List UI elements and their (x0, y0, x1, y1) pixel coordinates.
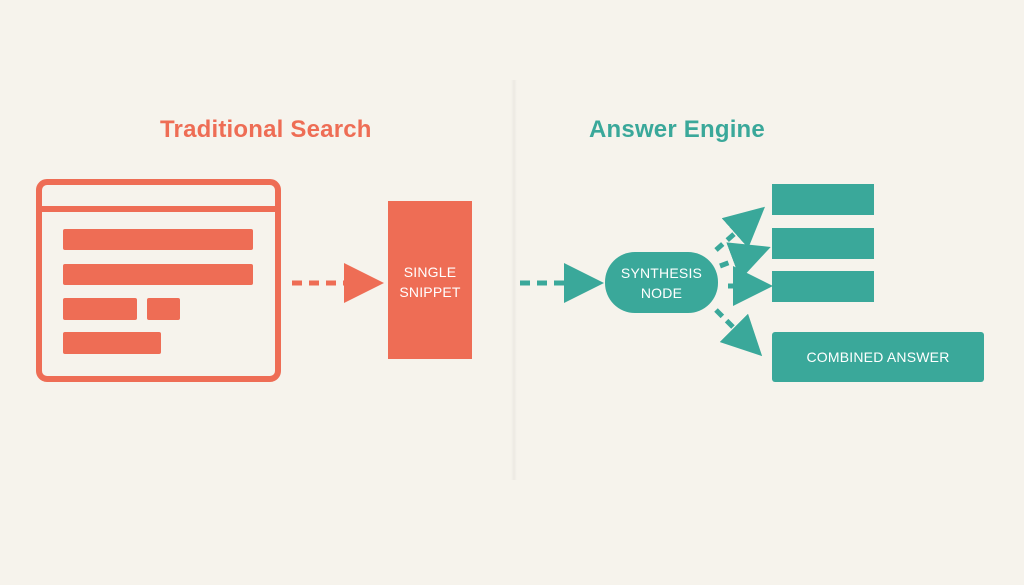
synthesis-node-label: SYNTHESIS NODE (605, 263, 718, 303)
dashed-arrow-icon (714, 308, 763, 357)
snippet-label-line1: SINGLE (403, 264, 457, 280)
source-bar (772, 184, 874, 215)
source-bar (772, 228, 874, 259)
node-label-line2: NODE (640, 285, 683, 301)
node-label-line1: SYNTHESIS (620, 265, 703, 281)
snippet-label-line2: SNIPPET (399, 284, 461, 300)
combined-answer-label: COMBINED ANSWER (806, 349, 950, 365)
single-snippet-label: SINGLE SNIPPET (388, 262, 472, 302)
traditional-search-title: Traditional Search (160, 116, 372, 143)
combined-answer-box (772, 332, 984, 382)
answer-engine-title: Answer Engine (589, 116, 765, 143)
content-line (63, 298, 137, 320)
dashed-arrow-icon (719, 242, 771, 280)
dashed-arrow-icon (714, 206, 765, 252)
window-dot-icon (70, 191, 80, 201)
browser-window-icon (36, 179, 281, 382)
content-line (63, 264, 253, 285)
synthesis-node (605, 252, 718, 313)
content-line (63, 229, 253, 250)
window-dot-icon (52, 191, 62, 201)
content-line (63, 332, 161, 354)
source-bar (772, 271, 874, 302)
content-line (147, 298, 180, 320)
single-snippet-box (388, 201, 472, 359)
section-divider (511, 80, 517, 480)
window-dot-icon (88, 191, 98, 201)
